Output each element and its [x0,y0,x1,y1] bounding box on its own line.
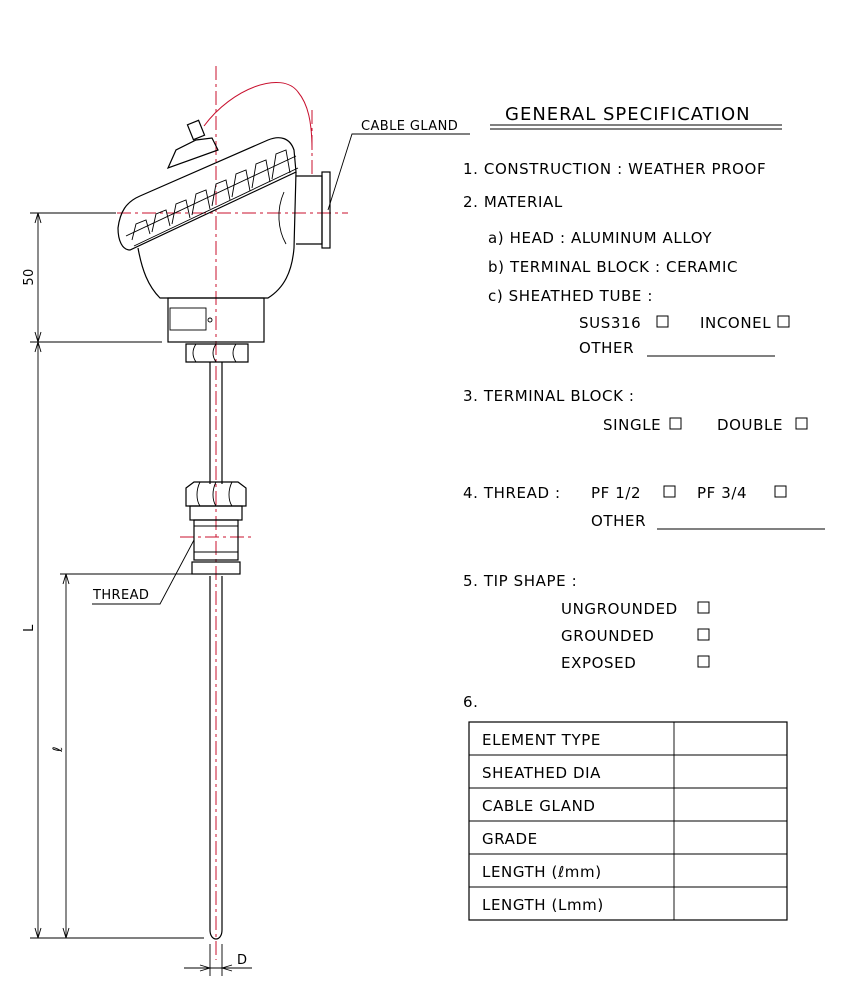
exposed-checkbox[interactable] [697,655,710,668]
cover-fins [131,149,291,241]
material-heading: 2. MATERIAL [463,193,563,211]
double-label: DOUBLE [717,416,783,434]
table-row-label: LENGTH (Lmm) [482,896,604,914]
spec-title: GENERAL SPECIFICATION [505,104,751,125]
top-hex-nut [185,343,249,363]
thread-label: THREAD [92,588,149,603]
dim-D-label: D [237,953,247,968]
table-row-label: CABLE GLAND [482,797,596,815]
head-body [137,171,297,299]
thermocouple-drawing: CABLE GLAND THREAD 50 L ℓ D [22,66,470,976]
thread-heading: 4. THREAD : [463,484,561,502]
item-six-heading: 6. [463,693,479,711]
cap-chain [203,82,313,151]
inconel-label: INCONEL [700,314,771,332]
sheath-tube [209,362,223,940]
tip-shape-heading: 5. TIP SHAPE : [463,572,577,590]
dim-50-label: 50 [22,268,37,285]
cable-gland-leader [327,133,470,211]
construction-line: 1. CONSTRUCTION : WEATHER PROOF [463,160,766,178]
cable-gland-label: CABLE GLAND [361,119,458,134]
exposed-label: EXPOSED [561,654,636,672]
pf34-label: PF 3/4 [697,484,747,502]
pf34-checkbox[interactable] [774,485,787,498]
sheathed-tube-heading: c) SHEATHED TUBE : [488,287,653,305]
terminal-block-material: b) TERMINAL BLOCK : CERAMIC [488,258,738,276]
general-specification: GENERAL SPECIFICATION 1. CONSTRUCTION : … [463,104,825,921]
table-row-label: SHEATHED DIA [482,764,601,782]
grounded-checkbox[interactable] [697,628,710,641]
table-row-label: GRADE [482,830,538,848]
pf12-label: PF 1/2 [591,484,641,502]
table-row-label: LENGTH (ℓmm) [482,863,602,881]
other-thread-label: OTHER [591,512,646,530]
cable-gland-stub [296,171,331,249]
inconel-checkbox[interactable] [777,315,790,328]
single-checkbox[interactable] [669,417,682,430]
dim-l-label: ℓ [51,746,66,753]
spec-table: ELEMENT TYPE SHEATHED DIA CABLE GLAND GR… [468,721,788,921]
thread-leader [92,539,195,605]
sus316-checkbox[interactable] [656,315,669,328]
pf12-checkbox[interactable] [663,485,676,498]
leaders [92,133,470,605]
compression-fitting [185,481,247,575]
sus316-label: SUS316 [579,314,641,332]
table-row-label: ELEMENT TYPE [482,731,601,749]
head-cover [117,119,299,251]
terminal-block-heading: 3. TERMINAL BLOCK : [463,387,635,405]
dimension-lines [30,212,252,976]
ungrounded-label: UNGROUNDED [561,600,678,618]
grounded-label: GROUNDED [561,627,654,645]
other-tube-label: OTHER [579,339,634,357]
single-label: SINGLE [603,416,661,434]
double-checkbox[interactable] [795,417,808,430]
head-material: a) HEAD : ALUMINUM ALLOY [488,229,712,247]
dim-L-label: L [22,624,37,632]
head-neck [167,297,265,343]
ungrounded-checkbox[interactable] [697,601,710,614]
